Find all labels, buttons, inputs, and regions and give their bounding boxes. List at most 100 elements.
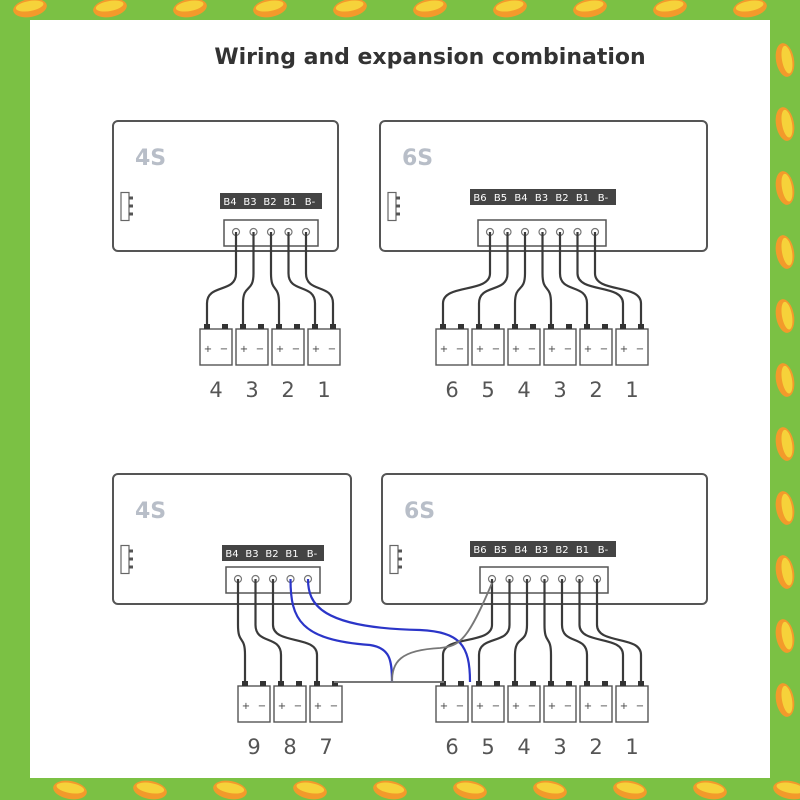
cell-number: 1 xyxy=(625,735,638,759)
top-cell-1-6s: +−1 xyxy=(615,324,649,402)
banana-decoration xyxy=(453,780,487,800)
cell-terminal-plus xyxy=(240,324,246,329)
cell-terminal-minus xyxy=(494,681,500,686)
banana-flesh xyxy=(781,365,793,394)
cell-number: 4 xyxy=(209,378,222,402)
cell-terminal-minus xyxy=(458,324,464,329)
cell-number: 3 xyxy=(553,378,566,402)
top-4s-bneg-wire xyxy=(304,232,335,324)
bottom-cell-9: +−9 xyxy=(237,681,271,759)
cell-number: 8 xyxy=(283,735,296,759)
cell-minus-sign: − xyxy=(600,344,608,355)
bottom-6s-wire xyxy=(513,579,529,681)
banana-flesh xyxy=(415,0,444,12)
cell-terminal-plus xyxy=(584,324,590,329)
cell-minus-sign: − xyxy=(600,701,608,712)
banana-decoration xyxy=(173,0,207,18)
banana-decoration xyxy=(373,780,407,800)
cell-terminal-plus xyxy=(276,324,282,329)
side-connector-pin xyxy=(396,196,400,200)
cell-terminal-minus xyxy=(332,681,338,686)
side-connector-pin xyxy=(129,196,133,200)
banana-flesh xyxy=(781,493,793,522)
side-connector-pin xyxy=(129,212,133,216)
side-connector-pin xyxy=(129,557,133,561)
cell-body xyxy=(471,328,505,366)
pin-label-bneg: B- xyxy=(598,545,609,556)
pin-label-b4: B4 xyxy=(514,545,527,556)
banana-decoration xyxy=(53,780,87,800)
cell-terminal-minus xyxy=(458,681,464,686)
cell-body xyxy=(507,685,541,723)
cell-minus-sign: − xyxy=(330,701,338,712)
cell-body xyxy=(615,328,649,366)
pin-label-b6: B6 xyxy=(473,193,486,204)
cell-plus-sign: + xyxy=(620,701,628,712)
cell-minus-sign: − xyxy=(256,344,264,355)
pin-label-bneg: B- xyxy=(305,197,316,208)
bottom-cell-7: +−7 xyxy=(309,681,343,759)
side-connector-pin xyxy=(398,549,402,553)
banana-decoration xyxy=(775,43,795,77)
top-cell-4-4s: +−4 xyxy=(199,324,233,402)
series-link-bus xyxy=(334,681,444,683)
pin-label-b2: B2 xyxy=(555,193,568,204)
top-cell-3-6s: +−3 xyxy=(543,324,577,402)
pin-label-bar xyxy=(220,193,322,209)
banana-flesh xyxy=(536,782,565,794)
bottom-6s-wire xyxy=(560,579,589,681)
cell-number: 7 xyxy=(319,735,332,759)
banana-decoration xyxy=(773,780,800,800)
bottom-cell-6: +−6 xyxy=(435,681,469,759)
banana-decoration xyxy=(775,491,795,525)
banana-decoration xyxy=(775,235,795,269)
banana-decoration xyxy=(413,0,447,18)
pin-label-b4: B4 xyxy=(514,193,527,204)
cell-minus-sign: − xyxy=(492,344,500,355)
top-6s-wire xyxy=(576,232,625,324)
cell-plus-sign: + xyxy=(584,701,592,712)
cell-minus-sign: − xyxy=(564,701,572,712)
cell-terminal-plus xyxy=(440,681,446,686)
banana-flesh xyxy=(776,782,800,794)
bottom-4s-wire xyxy=(236,579,247,681)
pin-label-bneg: B- xyxy=(598,193,609,204)
pin-label-bar xyxy=(470,189,616,205)
bottom-4s-wire xyxy=(254,579,283,681)
bottom-cell-1: +−1 xyxy=(615,681,649,759)
pin-label-b3: B3 xyxy=(535,193,548,204)
cell-plus-sign: + xyxy=(548,344,556,355)
banana-decoration xyxy=(775,683,795,717)
cell-number: 4 xyxy=(517,378,530,402)
cell-number: 2 xyxy=(589,378,602,402)
cell-body xyxy=(271,328,305,366)
blue-wire-b1 xyxy=(289,578,394,683)
cell-terminal-minus xyxy=(260,681,266,686)
top-6s-bneg-wire xyxy=(593,232,643,324)
side-connector-pin xyxy=(129,204,133,208)
banana-decoration xyxy=(733,0,767,18)
cell-body xyxy=(309,685,343,723)
side-connector xyxy=(387,191,397,222)
banana-flesh xyxy=(781,557,793,586)
side-connector-pin xyxy=(129,549,133,553)
banana-decoration xyxy=(253,0,287,18)
cell-terminal-minus xyxy=(566,324,572,329)
top-cell-1-4s: +−1 xyxy=(307,324,341,402)
banana-flesh xyxy=(216,782,245,794)
top-6s-wire xyxy=(541,232,553,324)
cell-number: 5 xyxy=(481,378,494,402)
bottom-cell-4: +−4 xyxy=(507,681,541,759)
cell-plus-sign: + xyxy=(278,701,286,712)
pin-label-b2: B2 xyxy=(263,197,276,208)
cell-number: 2 xyxy=(589,735,602,759)
cell-body xyxy=(435,685,469,723)
bottom-cell-5: +−5 xyxy=(471,681,505,759)
cell-number: 1 xyxy=(625,378,638,402)
cell-terminal-plus xyxy=(548,324,554,329)
cell-plus-sign: + xyxy=(440,701,448,712)
pin-label-b1: B1 xyxy=(576,193,589,204)
banana-flesh xyxy=(781,173,793,202)
